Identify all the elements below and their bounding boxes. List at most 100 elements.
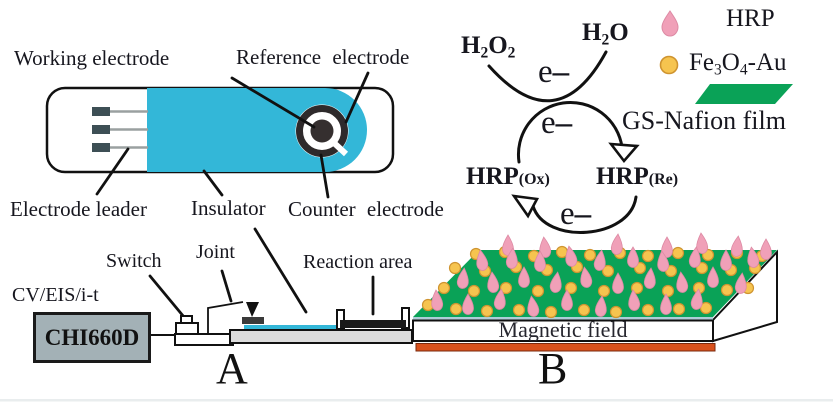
hrp-particle xyxy=(456,267,469,289)
working-electrode-pointer xyxy=(230,76,316,129)
fe3o4-au-icon xyxy=(659,55,679,75)
switch-label: Switch xyxy=(106,250,162,272)
apparatus xyxy=(146,301,413,346)
fe3o4-au-particle xyxy=(448,261,462,275)
hrp-particle xyxy=(561,289,573,311)
hrp-particle xyxy=(730,235,743,257)
hrp-particle xyxy=(610,233,623,255)
reaction-post-left xyxy=(336,309,345,330)
hrp-particle xyxy=(661,236,673,258)
electrode-pad xyxy=(92,107,110,116)
slab xyxy=(412,232,778,352)
hrp-particle xyxy=(747,246,760,268)
hrp-particle xyxy=(628,289,641,311)
hrp-particle xyxy=(734,272,747,294)
arrowhead-to-hrp-re xyxy=(608,142,640,164)
fe3o4-au-particle xyxy=(630,281,644,295)
hrp-particle xyxy=(462,293,474,315)
arrowhead-to-hrp-ox xyxy=(511,194,540,219)
electrode-leader-group xyxy=(92,107,148,152)
reaction-area-bar xyxy=(340,320,406,328)
electron-label-top: e– xyxy=(538,54,569,90)
insulator-label: Insulator xyxy=(191,196,266,220)
fe3o4-au-particle xyxy=(641,303,655,317)
fe3o4-au-particle xyxy=(672,302,686,316)
h2o2-label: H2O2 xyxy=(461,32,516,62)
hrp-particle xyxy=(580,266,593,288)
joint-pointer xyxy=(220,269,233,303)
fe3o4-au-particle xyxy=(720,283,734,297)
slab-front-face xyxy=(412,319,714,342)
electrode-rings xyxy=(295,104,349,158)
reaction-area-label: Reaction area xyxy=(303,251,413,273)
electrode-pad xyxy=(92,125,110,134)
switch-body xyxy=(175,322,199,335)
hrp-particle xyxy=(696,232,709,254)
hrp-particle xyxy=(565,245,578,267)
working-electrode-disc xyxy=(310,119,334,143)
hrp-particle xyxy=(688,246,701,268)
legend-gs-nafion-label: GS-Nafion film xyxy=(622,106,786,135)
switch-button xyxy=(180,315,193,324)
hrp-particle xyxy=(549,271,562,293)
joint-label: Joint xyxy=(196,241,235,263)
h2o-label: H2O xyxy=(582,19,629,49)
fe3o4-au-particle xyxy=(597,284,611,298)
hrp-particle xyxy=(627,246,639,268)
slab-top-rim xyxy=(413,317,713,321)
insulator-pointer xyxy=(202,169,224,197)
hrp-particle xyxy=(643,267,656,289)
working-electrode-label: Working electrode xyxy=(14,46,170,70)
fe3o4-au-particle xyxy=(449,302,463,316)
counter-electrode-pointer xyxy=(319,153,330,199)
legend-fe3o4-label: Fe3O4-Au xyxy=(689,49,787,79)
hrp-particle xyxy=(487,271,500,293)
fe3o4-au-particle xyxy=(467,284,481,298)
hrp-cycle-bottom-arc xyxy=(531,195,638,234)
fe3o4-au-particle xyxy=(512,303,526,317)
fe3o4-au-particle xyxy=(577,303,591,317)
hrp-particle xyxy=(476,249,489,271)
electrode-leader-pointer xyxy=(95,147,130,196)
joint-arm xyxy=(207,301,244,334)
hrp-drop-icon xyxy=(661,10,679,37)
fe3o4-au-particle xyxy=(641,249,655,263)
hrp-ox-label: HRP(Ox) xyxy=(466,163,550,190)
hrp-particle xyxy=(720,249,732,271)
chi660d-label: CHI660D xyxy=(44,324,140,350)
hrp-particle xyxy=(593,249,606,271)
strip-placement-pointer xyxy=(253,227,308,314)
gs-nafion-film-icon xyxy=(695,84,793,104)
counter-electrode-label: Counter electrode xyxy=(288,197,444,221)
magnet-bar xyxy=(415,343,716,352)
hrp-particle xyxy=(505,247,518,269)
fe3o4-au-particle xyxy=(583,248,597,262)
hrp-particle xyxy=(707,266,719,288)
fe3o4-au-particle xyxy=(609,305,623,319)
fe3o4-au-particle xyxy=(531,284,545,298)
electrode-leader-label: Electrode leader xyxy=(10,197,147,221)
hrp-particle xyxy=(760,238,772,260)
instrument-modes-label: CV/EIS/i-t xyxy=(12,284,99,306)
platform xyxy=(229,329,413,344)
magnetic-field-label: Magnetic field xyxy=(498,317,628,342)
fe3o4-au-particle xyxy=(499,281,513,295)
hrp-particle xyxy=(660,293,672,315)
fe3o4-au-particle xyxy=(564,281,578,295)
fe3o4-au-particle xyxy=(601,264,615,278)
hrp-particle xyxy=(431,289,444,311)
hrp-particle xyxy=(493,288,506,310)
hrp-particle xyxy=(539,236,552,258)
switch-pointer xyxy=(148,274,186,319)
fe3o4-au-particle xyxy=(544,305,558,319)
hrp-particle xyxy=(518,266,530,288)
strip-in-device xyxy=(244,325,338,329)
fe3o4-au-particle xyxy=(480,304,494,318)
fe3o4-au-particle xyxy=(671,246,685,260)
electron-label-bottom: e– xyxy=(560,196,591,232)
ring-gap xyxy=(330,139,349,157)
h2o2-to-h2o-arc xyxy=(487,50,608,103)
counter-electrode-ring xyxy=(296,105,348,157)
